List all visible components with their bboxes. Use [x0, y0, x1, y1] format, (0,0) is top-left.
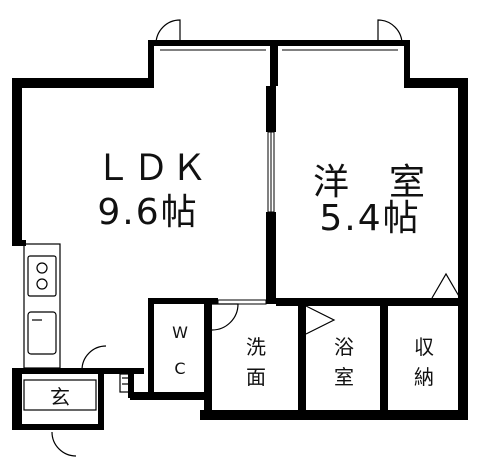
- washroom-label-line2: 面: [246, 365, 266, 389]
- storage-label-line1: 収: [414, 335, 434, 359]
- ldk-room-name: ＬＤＫ: [95, 148, 209, 189]
- walls: [12, 40, 468, 430]
- washroom-label-line1: 洗: [246, 335, 266, 359]
- sink-icon: [27, 311, 57, 355]
- entrance-label: 玄: [50, 385, 70, 409]
- kitchen-counter: [23, 243, 61, 369]
- stove-burner-icon: [36, 278, 48, 290]
- windows: [160, 49, 398, 305]
- bath-label-line1: 浴: [334, 335, 354, 359]
- stove-burner-icon: [36, 262, 48, 274]
- wc-label-line1: W: [172, 323, 188, 342]
- ldk-room-size: 9.6帖: [97, 192, 198, 233]
- bath-label-line2: 室: [334, 365, 354, 389]
- wc-label-line2: C: [174, 359, 185, 378]
- doors: [51, 19, 461, 457]
- western-room-size: 5.4帖: [319, 198, 420, 239]
- western-room-name: 洋 室: [313, 162, 427, 203]
- storage-label-line2: 納: [414, 365, 434, 389]
- entrance-step: [23, 373, 131, 411]
